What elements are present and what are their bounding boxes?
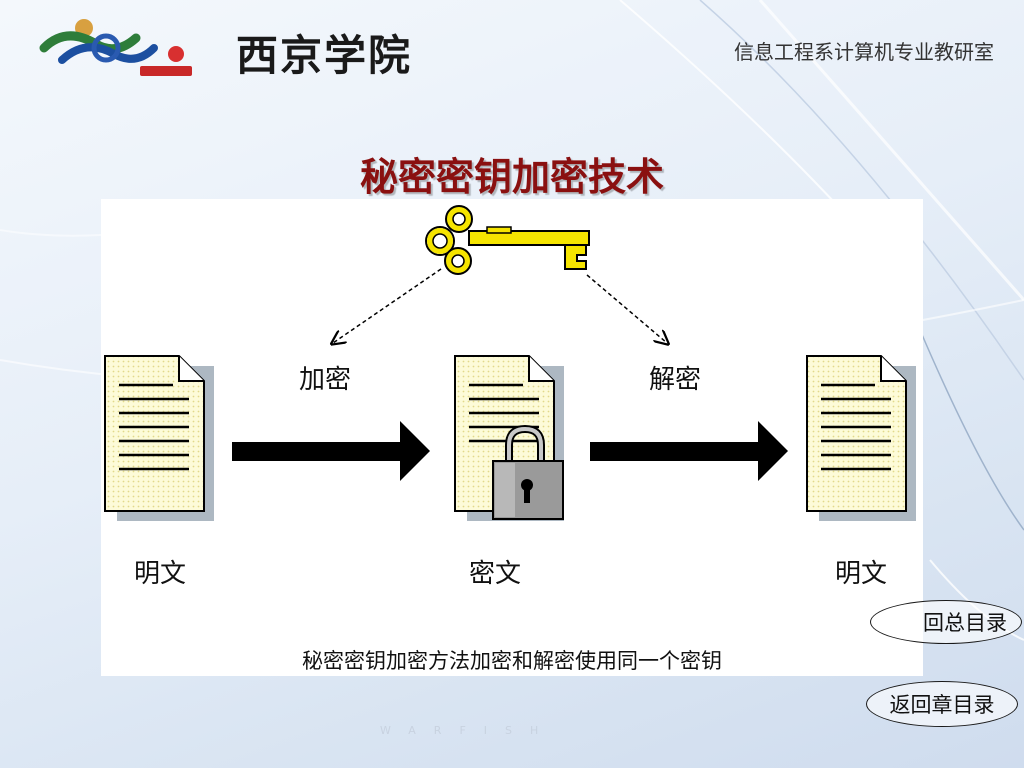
school-logo: 西京学院	[36, 8, 416, 80]
ciphertext-label: 密文	[469, 559, 522, 589]
watermark: WARFISH	[380, 724, 557, 737]
school-name: 西京学院	[236, 31, 413, 80]
encrypt-dashed-arrow	[333, 268, 442, 343]
back-to-chapter-menu-button[interactable]: 返回章目录	[866, 681, 1018, 727]
key-icon	[425, 205, 590, 275]
decrypt-dashed-arrow	[586, 274, 667, 343]
decrypt-arrow	[590, 421, 788, 481]
diagram-panel: 加密 解密 明文 密文 明文 秘密密钥加密方法加密和解密使用同一个密钥	[101, 199, 923, 676]
encrypt-label: 加密	[299, 365, 352, 395]
plaintext-document-icon-right	[806, 355, 916, 521]
encrypt-arrow	[232, 421, 430, 481]
school-emblem-icon	[39, 19, 192, 76]
plaintext-document-icon-left	[104, 355, 214, 521]
diagram-caption: 秘密密钥加密方法加密和解密使用同一个密钥	[302, 649, 722, 673]
department-name: 信息工程系计算机专业教研室	[734, 40, 994, 64]
slide-title: 秘密密钥加密技术	[359, 154, 664, 199]
plaintext-left-label: 明文	[134, 559, 187, 589]
back-to-main-menu-button[interactable]: 回总目录	[870, 600, 1022, 644]
encryption-diagram	[104, 205, 916, 521]
padlock-icon	[492, 424, 564, 520]
plaintext-right-label: 明文	[835, 559, 888, 589]
decrypt-label: 解密	[649, 365, 702, 395]
